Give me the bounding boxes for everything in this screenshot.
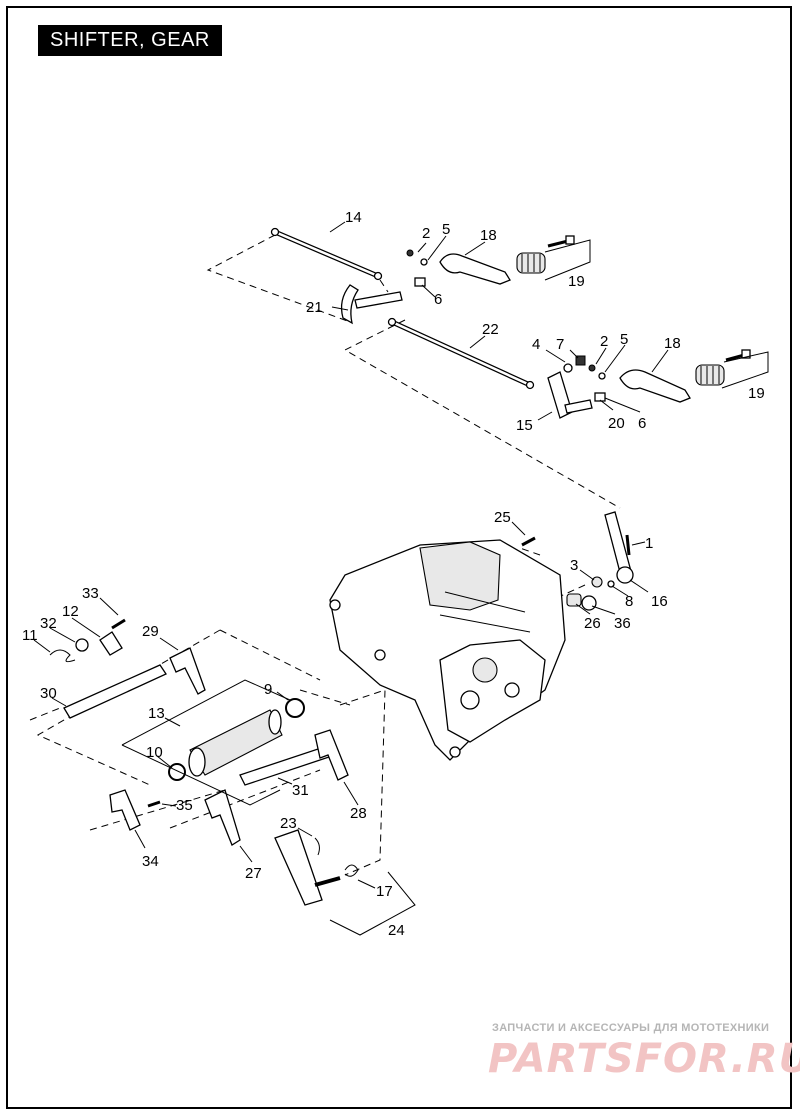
shift-rod-rear bbox=[387, 317, 535, 390]
shift-shaft-lever-24 bbox=[274, 829, 359, 906]
shifter-lever-15 bbox=[547, 371, 593, 419]
callout-30: 30 bbox=[40, 685, 57, 702]
shift-fork-29 bbox=[169, 647, 206, 695]
callout-6b: 6 bbox=[638, 415, 646, 432]
footpeg-upper bbox=[516, 235, 575, 274]
callout-18: 18 bbox=[480, 227, 497, 244]
callout-23: 23 bbox=[280, 815, 297, 832]
watermark-tagline: ЗАПЧАСТИ И АКСЕССУАРЫ ДЛЯ МОТОТЕХНИКИ bbox=[492, 1022, 770, 1034]
callout-2b: 2 bbox=[600, 333, 608, 350]
shift-fork-34 bbox=[109, 789, 161, 831]
callout-11: 11 bbox=[22, 627, 38, 644]
callout-17: 17 bbox=[376, 883, 393, 900]
shift-rod-front bbox=[270, 227, 383, 281]
case-side-hardware bbox=[521, 511, 634, 611]
callout-8: 8 bbox=[625, 593, 633, 610]
assembly-guide-lines bbox=[29, 234, 621, 876]
page-title: SHIFTER, GEAR bbox=[38, 25, 222, 56]
peg-and-arm-lower bbox=[563, 349, 751, 403]
callout-7: 7 bbox=[556, 336, 564, 353]
shifter-lever-21 bbox=[340, 284, 403, 325]
callout-28: 28 bbox=[350, 805, 367, 822]
callout-leader-lines bbox=[33, 221, 769, 936]
callout-13: 13 bbox=[148, 705, 165, 722]
transmission-case bbox=[329, 539, 566, 761]
callout-12: 12 bbox=[62, 603, 79, 620]
callout-19: 19 bbox=[568, 273, 585, 290]
callout-5b: 5 bbox=[620, 331, 628, 348]
callout-27: 27 bbox=[245, 865, 262, 882]
callout-20: 20 bbox=[608, 415, 625, 432]
callout-14: 14 bbox=[345, 209, 362, 226]
shift-fork-28 bbox=[314, 729, 349, 781]
callout-25: 25 bbox=[494, 509, 511, 526]
callout-10: 10 bbox=[146, 744, 163, 761]
fork-shaft-30 bbox=[63, 664, 167, 719]
shift-drum-13 bbox=[168, 698, 305, 781]
callout-9: 9 bbox=[264, 681, 272, 698]
callout-5: 5 bbox=[442, 221, 450, 238]
callout-1: 1 bbox=[645, 535, 653, 552]
callout-3: 3 bbox=[570, 557, 578, 574]
shift-fork-27 bbox=[204, 789, 241, 846]
footpeg-lower bbox=[695, 349, 751, 386]
callout-4: 4 bbox=[532, 336, 540, 353]
callout-34: 34 bbox=[142, 853, 159, 870]
peg-and-arm-upper bbox=[406, 235, 575, 287]
callout-26: 26 bbox=[584, 615, 601, 632]
callout-35: 35 bbox=[176, 797, 193, 814]
callout-32: 32 bbox=[40, 615, 57, 632]
callout-22: 22 bbox=[482, 321, 499, 338]
callout-31: 31 bbox=[292, 782, 309, 799]
callout-6: 6 bbox=[434, 291, 442, 308]
callout-24: 24 bbox=[388, 922, 405, 939]
callout-16: 16 bbox=[651, 593, 668, 610]
callout-2: 2 bbox=[422, 225, 430, 242]
callout-36: 36 bbox=[614, 615, 631, 632]
callout-21: 21 bbox=[306, 299, 323, 316]
callout-29: 29 bbox=[142, 623, 159, 640]
callout-labels: 14 2 5 18 19 6 21 22 4 7 2 5 18 19 15 20… bbox=[22, 209, 765, 939]
left-detent-parts bbox=[49, 618, 126, 663]
watermark-brand: PARTSFOR.RU bbox=[488, 1036, 800, 1082]
callout-18b: 18 bbox=[664, 335, 681, 352]
callout-33: 33 bbox=[82, 585, 99, 602]
page-border bbox=[6, 6, 792, 1109]
callout-15: 15 bbox=[516, 417, 533, 434]
callout-19b: 19 bbox=[748, 385, 765, 402]
